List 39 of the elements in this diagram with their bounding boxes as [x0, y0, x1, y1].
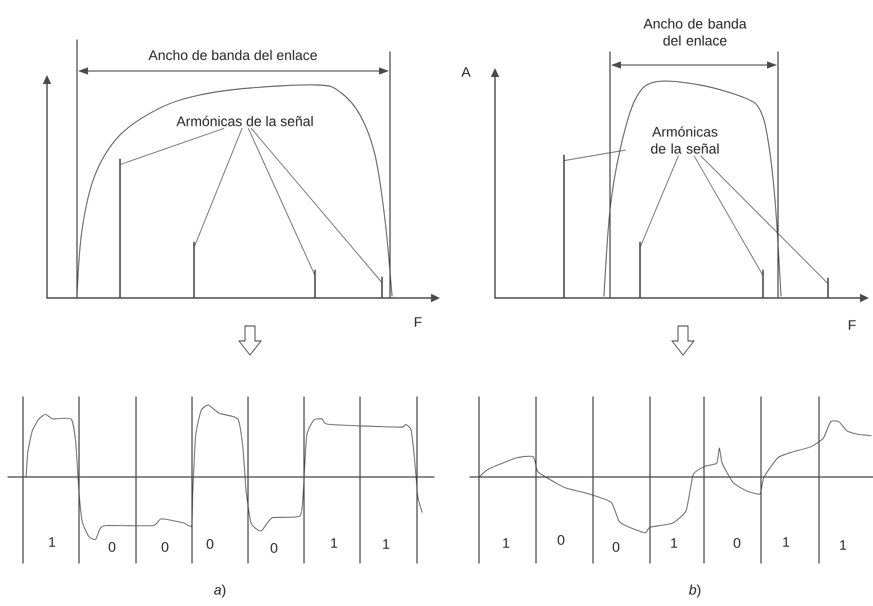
axis-label: A [461, 67, 471, 77]
bit-value: 0 [734, 538, 740, 548]
bit-value: 0 [612, 542, 620, 552]
harmonic-line [639, 242, 641, 298]
bandwidth-label: Ancho de banda del enlace [643, 18, 747, 46]
leader-line [564, 150, 626, 161]
bit-value: 1 [383, 539, 390, 549]
harmonic-line [193, 242, 195, 298]
harmonics-label: Armónicas de la señal [651, 126, 719, 154]
bit-value: 1 [783, 537, 790, 547]
harmonic-line [827, 278, 829, 298]
harmonic-line [563, 154, 565, 298]
bit-value: 0 [108, 542, 116, 552]
leader-line [250, 128, 382, 283]
leader-line [694, 156, 764, 276]
bit-value: 0 [270, 543, 278, 553]
harmonic-line [762, 270, 764, 298]
bit-value: 1 [840, 540, 846, 550]
axis-label: F [848, 320, 856, 330]
panel-label: b) [689, 584, 700, 598]
bit-value: 0 [558, 535, 564, 545]
leader-line [700, 156, 828, 284]
leader-line [120, 128, 224, 165]
bit-value: 1 [331, 538, 338, 548]
leader-line [194, 128, 242, 248]
leader-line [248, 128, 316, 276]
harmonic-line [381, 276, 383, 298]
bit-value: 1 [671, 538, 678, 548]
bandwidth-label: Ancho de banda del enlace [148, 50, 317, 60]
harmonics-label: Armónicas de la señal [176, 116, 313, 126]
harmonic-line [314, 270, 316, 298]
leader-line [640, 156, 679, 248]
bit-value: 1 [49, 537, 56, 547]
bit-value: 1 [503, 538, 510, 548]
harmonic-line [119, 158, 121, 298]
bit-value: 0 [162, 542, 168, 552]
axis-label: F [414, 317, 422, 327]
panel-label: a) [214, 584, 226, 598]
bit-value: 0 [206, 539, 214, 549]
